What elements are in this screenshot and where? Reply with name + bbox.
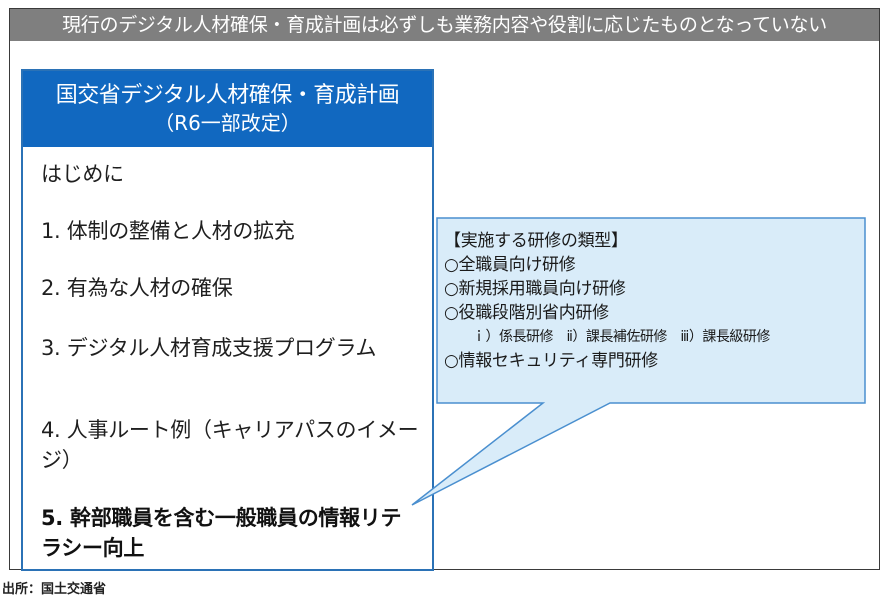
callout-line-security: ○情報セキュリティ専門研修 <box>444 351 658 371</box>
callout-line-rank-based: ○役職段階別省内研修 <box>444 303 609 323</box>
plan-item-3: 3. デジタル人材育成支援プログラム <box>41 336 377 360</box>
plan-panel: 国交省デジタル人材確保・育成計画 （R6一部改定） はじめに 1. 体制の整備と… <box>21 69 434 571</box>
plan-header: 国交省デジタル人材確保・育成計画 （R6一部改定） <box>23 71 432 147</box>
plan-subtitle: （R6一部改定） <box>154 111 301 135</box>
plan-item-1: 1. 体制の整備と人材の拡充 <box>41 219 295 243</box>
callout-heading: 【実施する研修の類型】 <box>444 231 628 251</box>
headline-banner: 現行のデジタル人材確保・育成計画は必ずしも業務内容や役割に応じたものとなっていな… <box>10 9 879 41</box>
callout-line-new-hire: ○新規採用職員向け研修 <box>444 279 626 299</box>
source-note: 出所：国土交通省 <box>2 582 107 597</box>
callout-content: 【実施する研修の類型】 ○全職員向け研修 ○新規採用職員向け研修 ○役職段階別省… <box>444 229 864 373</box>
plan-item-5: 5. 幹部職員を含む一般職員の情報リテラシー向上 <box>41 506 402 560</box>
callout-subline: ｉ）係長研修 ⅱ）課長補佐研修 ⅲ）課長級研修 <box>472 329 770 345</box>
callout-shape <box>411 217 866 506</box>
plan-title: 国交省デジタル人材確保・育成計画 <box>55 83 400 108</box>
plan-item-4: 4. 人事ルート例（キャリアパスのイメージ） <box>41 418 419 472</box>
plan-item-2: 2. 有為な人材の確保 <box>41 276 233 300</box>
plan-item-intro: はじめに <box>41 162 124 186</box>
callout-line-all-staff: ○全職員向け研修 <box>444 255 576 275</box>
